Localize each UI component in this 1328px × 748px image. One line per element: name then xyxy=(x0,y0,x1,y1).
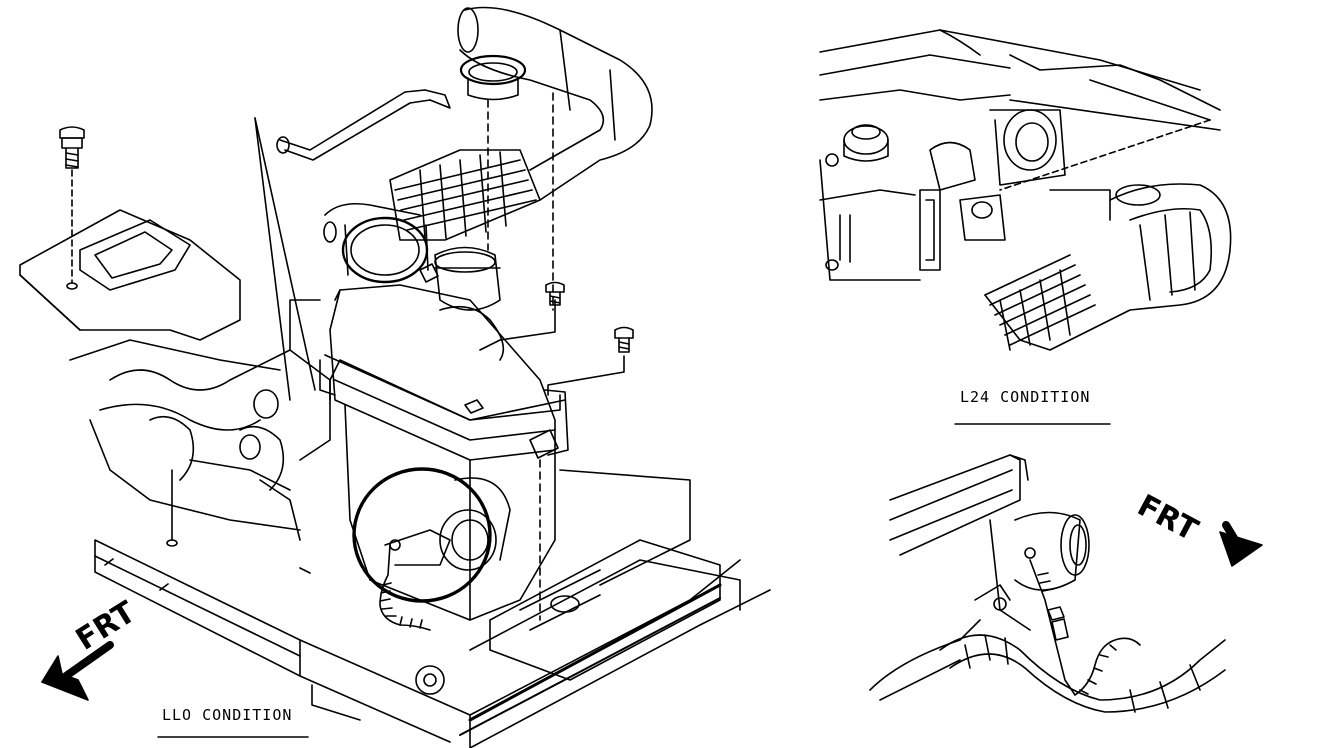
bolt-left xyxy=(59,126,85,290)
battery-tray xyxy=(459,539,722,736)
throttle-collar xyxy=(419,246,501,311)
bolt-small-2 xyxy=(614,326,634,353)
l24-engine-view xyxy=(819,29,1232,351)
front-arrow-right xyxy=(1219,521,1263,567)
guide-lines xyxy=(487,92,554,621)
wire-harness-coil xyxy=(379,544,431,631)
support-post-hole xyxy=(166,539,178,547)
bolt-small-1 xyxy=(545,281,565,306)
intake-duct xyxy=(323,6,653,284)
pcv-hose xyxy=(276,89,451,161)
detail-highlight-circle xyxy=(352,467,511,603)
engine-block xyxy=(19,209,331,541)
llo-condition-label: LLO CONDITION xyxy=(162,706,293,724)
l24-condition-label: L24 CONDITION xyxy=(960,388,1091,406)
air-cleaner-housing xyxy=(319,284,569,621)
main-engine-view xyxy=(19,6,771,748)
front-arrow-left xyxy=(41,641,114,701)
sensor-detail-view xyxy=(869,454,1226,713)
leader-lines xyxy=(254,117,625,401)
